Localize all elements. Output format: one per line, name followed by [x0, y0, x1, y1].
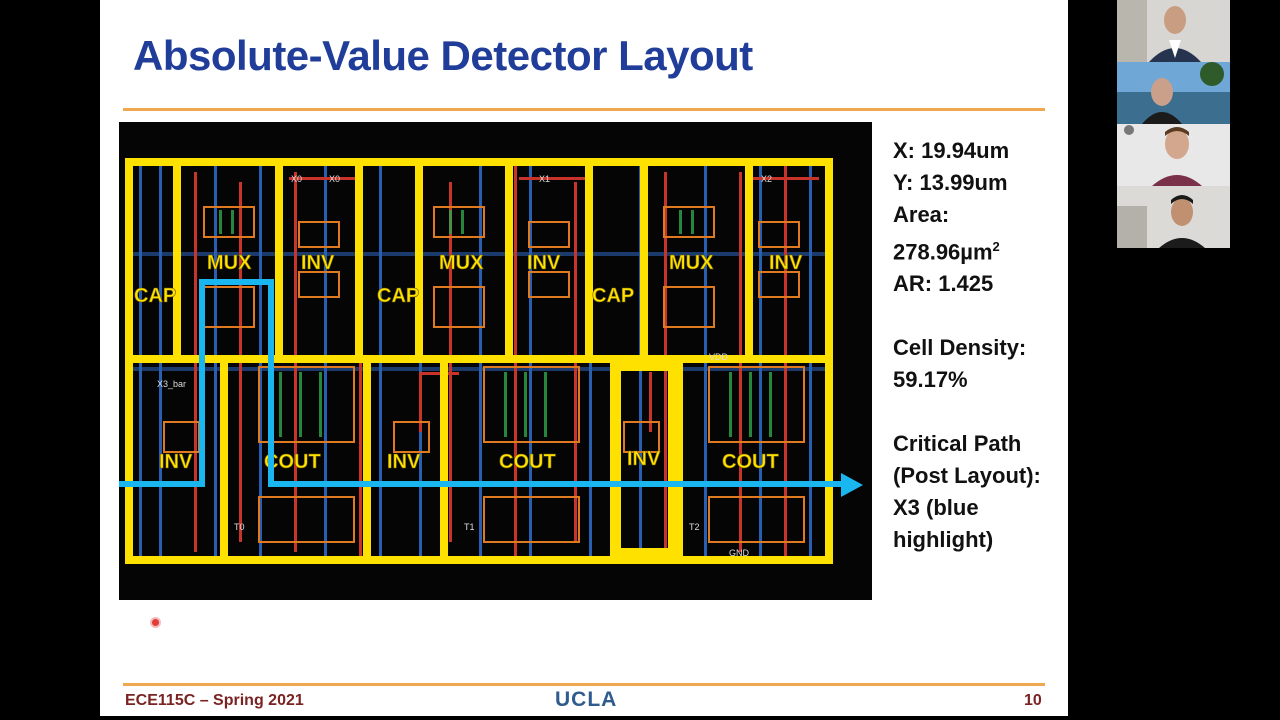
- net-label: GND: [729, 548, 750, 558]
- person-icon: [1117, 186, 1230, 248]
- course-label: ECE115C – Spring 2021: [125, 692, 304, 709]
- stat-y: Y: 13.99um: [893, 170, 1008, 195]
- net-label: T0: [234, 522, 245, 532]
- slide-title: Absolute-Value Detector Layout: [133, 32, 753, 79]
- stat-area-value: 278.96µm2: [893, 231, 1068, 268]
- stat-critical-path: (Post Layout):: [893, 463, 1041, 489]
- cell-label-inv-5: INV: [387, 451, 421, 473]
- page-number: 10: [1024, 692, 1042, 709]
- cell-label-mux-1: MUX: [207, 252, 252, 274]
- cell-label-mux-2: MUX: [439, 252, 484, 274]
- cell-label-inv-2: INV: [527, 252, 561, 274]
- critical-path-arrow-icon: [841, 473, 863, 497]
- critical-path-highlight: [119, 279, 844, 487]
- person-icon: [1117, 0, 1230, 62]
- stat-critical-path: X3 (blue: [893, 495, 979, 521]
- cell-label-cap-2: CAP: [377, 285, 419, 307]
- net-label: VDD: [709, 352, 729, 362]
- participant-tile-1[interactable]: [1117, 0, 1230, 62]
- spacer: [893, 300, 1068, 332]
- cell-label-cap-1: CAP: [134, 285, 176, 307]
- net-label: X3_bar: [157, 379, 186, 389]
- presentation-slide: Absolute-Value Detector Layout: [100, 0, 1068, 716]
- stat-critical-path: highlight): [893, 527, 994, 553]
- participant-tile-3[interactable]: [1117, 124, 1230, 186]
- laser-pointer-dot: [152, 619, 159, 626]
- stat-x: X: 19.94um: [893, 138, 1010, 163]
- person-icon: [1117, 62, 1230, 124]
- participant-tile-4[interactable]: [1117, 186, 1230, 248]
- stat-density-label: Cell Density:: [893, 335, 1027, 361]
- participant-panel: [1117, 0, 1230, 250]
- cell-label-inv-1: INV: [301, 252, 335, 274]
- cell-label-cap-3: CAP: [592, 285, 634, 307]
- cell-label-inv-3: INV: [769, 252, 803, 274]
- cell-label-mux-3: MUX: [669, 252, 714, 274]
- net-label: X0: [291, 174, 302, 184]
- cell-label-inv-4: INV: [159, 451, 193, 473]
- spacer: [893, 396, 1068, 428]
- stat-area-label: Area:: [893, 202, 950, 227]
- layout-image: X0 X0 X1 X2 X3_bar T0 T1 T2 VDD GND CAP …: [119, 122, 872, 600]
- stat-density-value: 59.17%: [893, 367, 968, 393]
- cell-label-cout-3: COUT: [722, 451, 779, 473]
- net-label: X2: [761, 174, 772, 184]
- area-exponent: 2: [992, 239, 1000, 254]
- person-icon: [1117, 124, 1230, 186]
- net-label: T1: [464, 522, 475, 532]
- net-label: X0: [329, 174, 340, 184]
- ucla-logo: UCLA: [555, 688, 618, 711]
- net-label: T2: [689, 522, 700, 532]
- cell-label-cout-1: COUT: [264, 451, 321, 473]
- layout-drawing: X0 X0 X1 X2 X3_bar T0 T1 T2 VDD GND CAP …: [119, 158, 863, 564]
- participant-tile-2[interactable]: [1117, 62, 1230, 124]
- layout-stats: X: 19.94um Y: 13.99um Area: 278.96µm2 AR…: [893, 135, 1068, 556]
- stat-aspect-ratio: AR: 1.425: [893, 271, 994, 297]
- stat-critical-path: Critical Path: [893, 431, 1022, 457]
- footer-divider: [123, 683, 1045, 686]
- net-label: X1: [539, 174, 550, 184]
- cell-label-inv-6: INV: [627, 448, 661, 470]
- title-divider: [123, 108, 1045, 111]
- cell-label-cout-2: COUT: [499, 451, 556, 473]
- area-number: 278.96µm: [893, 239, 993, 265]
